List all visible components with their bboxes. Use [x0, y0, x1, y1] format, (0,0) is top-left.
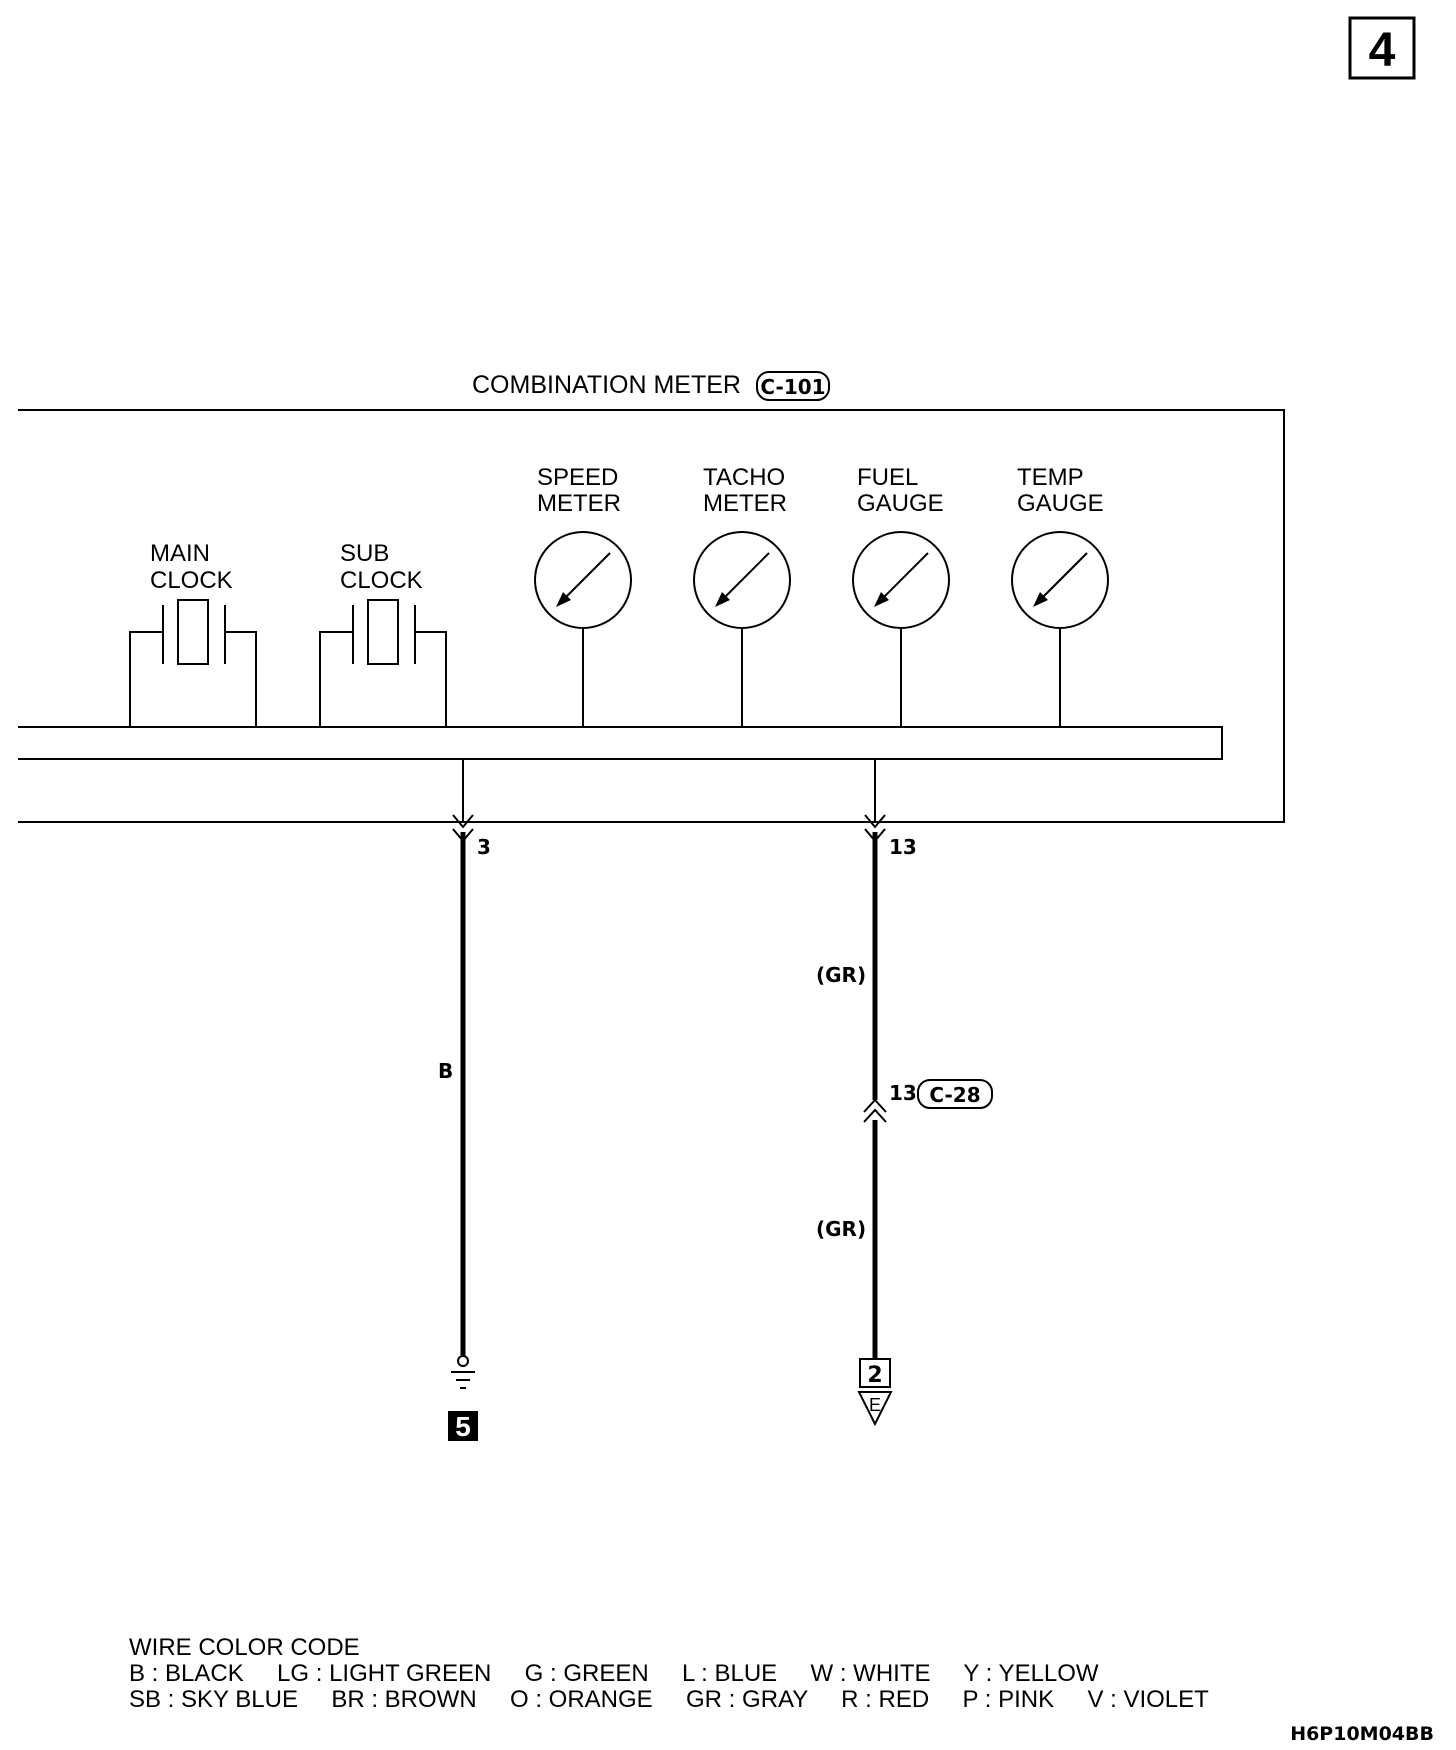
junction-pin: 13 — [889, 1081, 917, 1105]
reference-number: 2 — [867, 1363, 882, 1388]
temp-gauge-label-line2: GAUGE — [1017, 490, 1104, 517]
legend-title: WIRE COLOR CODE — [129, 1634, 360, 1661]
speed-meter-label-line1: SPEED — [537, 464, 618, 491]
legend-row-2: SB : SKY BLUE BR : BROWN O : ORANGE GR :… — [129, 1686, 1209, 1713]
temp-gauge: TEMP GAUGE — [1011, 464, 1109, 727]
sub-clock-label-line2: CLOCK — [340, 567, 423, 594]
fuel-gauge-needle — [877, 552, 929, 604]
sub-clock: SUB CLOCK — [319, 540, 447, 727]
fuel-gauge: FUEL GAUGE — [852, 464, 950, 727]
tacho-meter: TACHO METER — [693, 464, 791, 727]
junction-marker — [863, 1098, 887, 1113]
wire-pin-3: 3 B 5 — [438, 814, 491, 1442]
tacho-meter-label-line1: TACHO — [703, 464, 785, 491]
tacho-meter-label-line2: METER — [703, 490, 787, 517]
connector-label: C-101 — [760, 375, 825, 399]
fuel-gauge-label-line2: GAUGE — [857, 490, 944, 517]
junction-connector-label: C-28 — [929, 1083, 980, 1107]
main-clock: MAIN CLOCK — [129, 540, 257, 727]
component-title-text: COMBINATION METER — [472, 371, 741, 399]
connector-terminal-marker — [864, 814, 886, 829]
temp-gauge-label-line1: TEMP — [1017, 464, 1084, 491]
junction-connector-box — [917, 1079, 993, 1109]
meter-bus-bar — [18, 726, 1223, 760]
connector-terminal-marker — [452, 814, 474, 829]
wire-color-label: B — [438, 1059, 453, 1083]
meter-enclosure — [18, 409, 1285, 823]
main-clock-label-line1: MAIN — [150, 540, 210, 567]
speed-meter-label-line2: METER — [537, 490, 621, 517]
temp-gauge-needle — [1036, 552, 1088, 604]
legend-row-1: B : BLACK LG : LIGHT GREEN G : GREEN L :… — [129, 1660, 1099, 1687]
component-title: COMBINATION METER C-101 — [472, 371, 830, 401]
reference-number-box — [859, 1358, 891, 1388]
pin-number: 13 — [889, 835, 917, 859]
wire-color-label-lower: (GR) — [816, 1217, 866, 1241]
reference-triangle — [857, 1391, 893, 1427]
ground-reference-box — [448, 1411, 478, 1441]
connector-label-box — [756, 371, 830, 401]
wire-pin-13: 13 (GR) 13 C-28 (GR) 2 E — [816, 814, 993, 1427]
figure-code: H6P10M04BB — [1290, 1723, 1434, 1745]
reference-letter: E — [869, 1395, 881, 1415]
wire-color-label-upper: (GR) — [816, 963, 866, 987]
ground-symbol — [451, 1355, 475, 1389]
tacho-meter-needle — [718, 552, 770, 604]
ground-reference-number: 5 — [455, 1411, 471, 1442]
fuel-gauge-label-line1: FUEL — [857, 464, 918, 491]
sub-clock-label-line1: SUB — [340, 540, 389, 567]
speed-meter-needle — [559, 552, 611, 604]
pin-number: 3 — [477, 835, 491, 859]
main-clock-label-line2: CLOCK — [150, 567, 233, 594]
page-number-box: 4 — [1348, 16, 1416, 80]
page-number: 4 — [1369, 24, 1396, 77]
wire-color-legend: WIRE COLOR CODE B : BLACK LG : LIGHT GRE… — [129, 1634, 1209, 1713]
speed-meter: SPEED METER — [534, 464, 632, 727]
